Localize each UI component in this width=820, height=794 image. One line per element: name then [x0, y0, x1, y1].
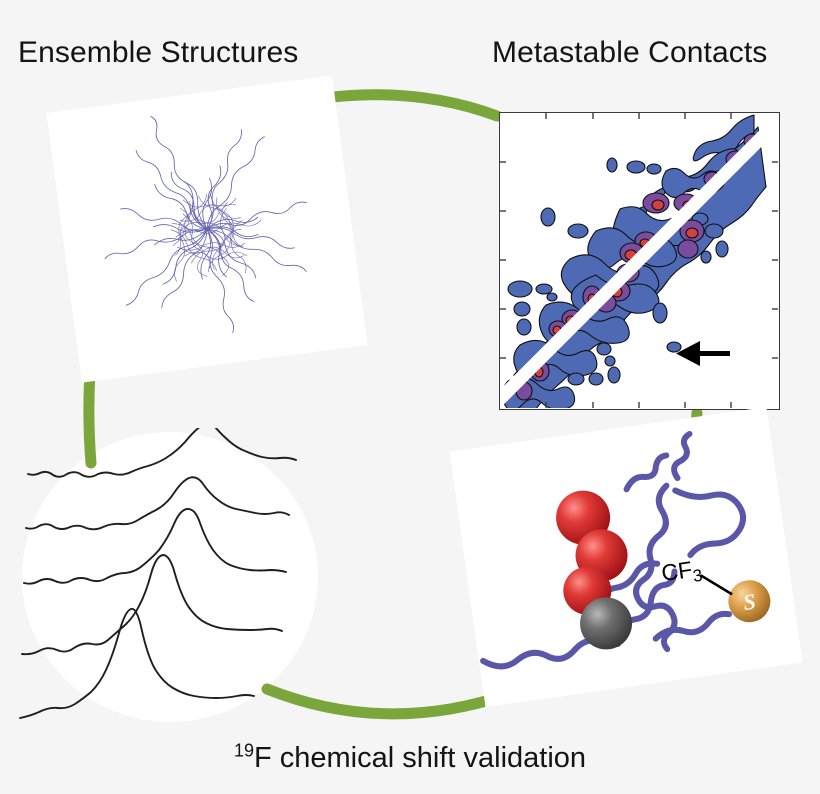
metastable-contact-arrow [676, 341, 730, 366]
spectrum-trace-2 [25, 476, 290, 531]
ensemble-structures-panel [46, 75, 368, 383]
backbone-left-tail [623, 452, 670, 493]
backbone-right-sweep [672, 487, 747, 559]
spectrum-trace-3 [23, 508, 287, 585]
residue-sphere-4 [580, 597, 633, 650]
spectrum-trace-1 [27, 428, 297, 478]
cf3-probe-molecule-panel: S CF3 [449, 406, 803, 708]
axis-ticks [500, 113, 778, 408]
backbone-right-loop [633, 482, 678, 653]
cf3-probe-letter: S [742, 589, 758, 615]
diagonal-mask [500, 113, 778, 408]
figure-caption: 19F chemical shift validation [0, 740, 820, 775]
spectra-backdrop-disc [22, 432, 318, 722]
cf3-leader-line [700, 574, 733, 596]
cf3-probe-sphere [728, 580, 771, 623]
page-title-ensemble-structures: Ensemble Structures [18, 36, 299, 69]
ensemble-conformers-drawing [104, 115, 307, 333]
backbone-right-bottom [652, 610, 732, 642]
caption-text: F chemical shift validation [254, 742, 587, 774]
nmr-spectra-panel [18, 428, 318, 724]
nmr-spectra-traces [19, 428, 297, 719]
molecule-drawing: S CF3 [480, 430, 771, 670]
spectrum-trace-4 [21, 554, 283, 656]
metastable-contact-map-panel [499, 112, 780, 410]
page-title-metastable-contacts: Metastable Contacts [492, 36, 768, 69]
caption-superscript: 19 [233, 740, 254, 761]
spectrum-trace-5 [19, 607, 255, 719]
contact-map-plot [500, 113, 778, 408]
cf3-label: CF3 [660, 555, 704, 590]
backbone-right [671, 430, 693, 482]
